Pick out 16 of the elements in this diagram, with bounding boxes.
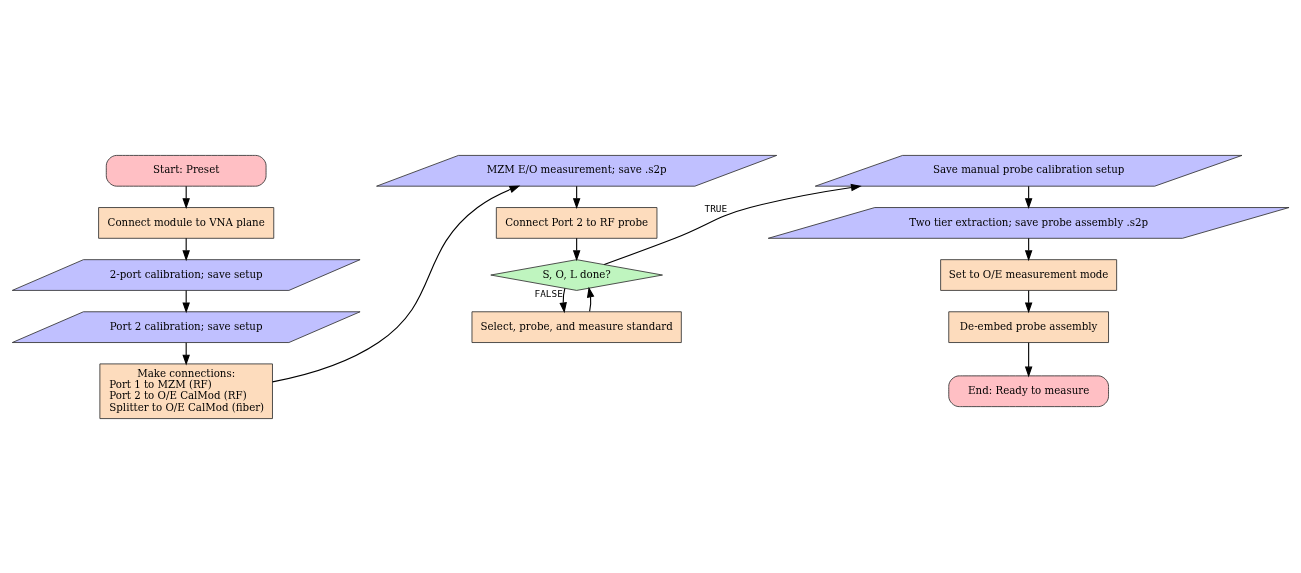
node-box: Make connections: Port 1 to MZM (RF) Port 2 to O/E CalMod (RF) Splitter to O/E CalMod (fiber) [99, 362, 273, 419]
node-box: End: Ready to measure [948, 374, 1109, 407]
node-box: Set to O/E measurement mode [940, 258, 1118, 291]
arrow [182, 341, 190, 365]
node-box: Select, probe, and measure standard [471, 310, 682, 343]
node-diamond: S, O, L done? [490, 258, 663, 291]
arrow [586, 286, 595, 312]
node-box: Start: Preset [105, 154, 267, 187]
arrow [559, 287, 567, 313]
arrow [271, 185, 521, 382]
edge-label: TRUE [704, 202, 728, 214]
arrow [603, 183, 862, 265]
arrow [1024, 341, 1033, 377]
node-box: De-embed probe assembly [948, 310, 1109, 343]
node-box: Connect Port 2 to RF probe [495, 206, 658, 239]
node-box: Connect module to VNA plane [98, 206, 275, 239]
